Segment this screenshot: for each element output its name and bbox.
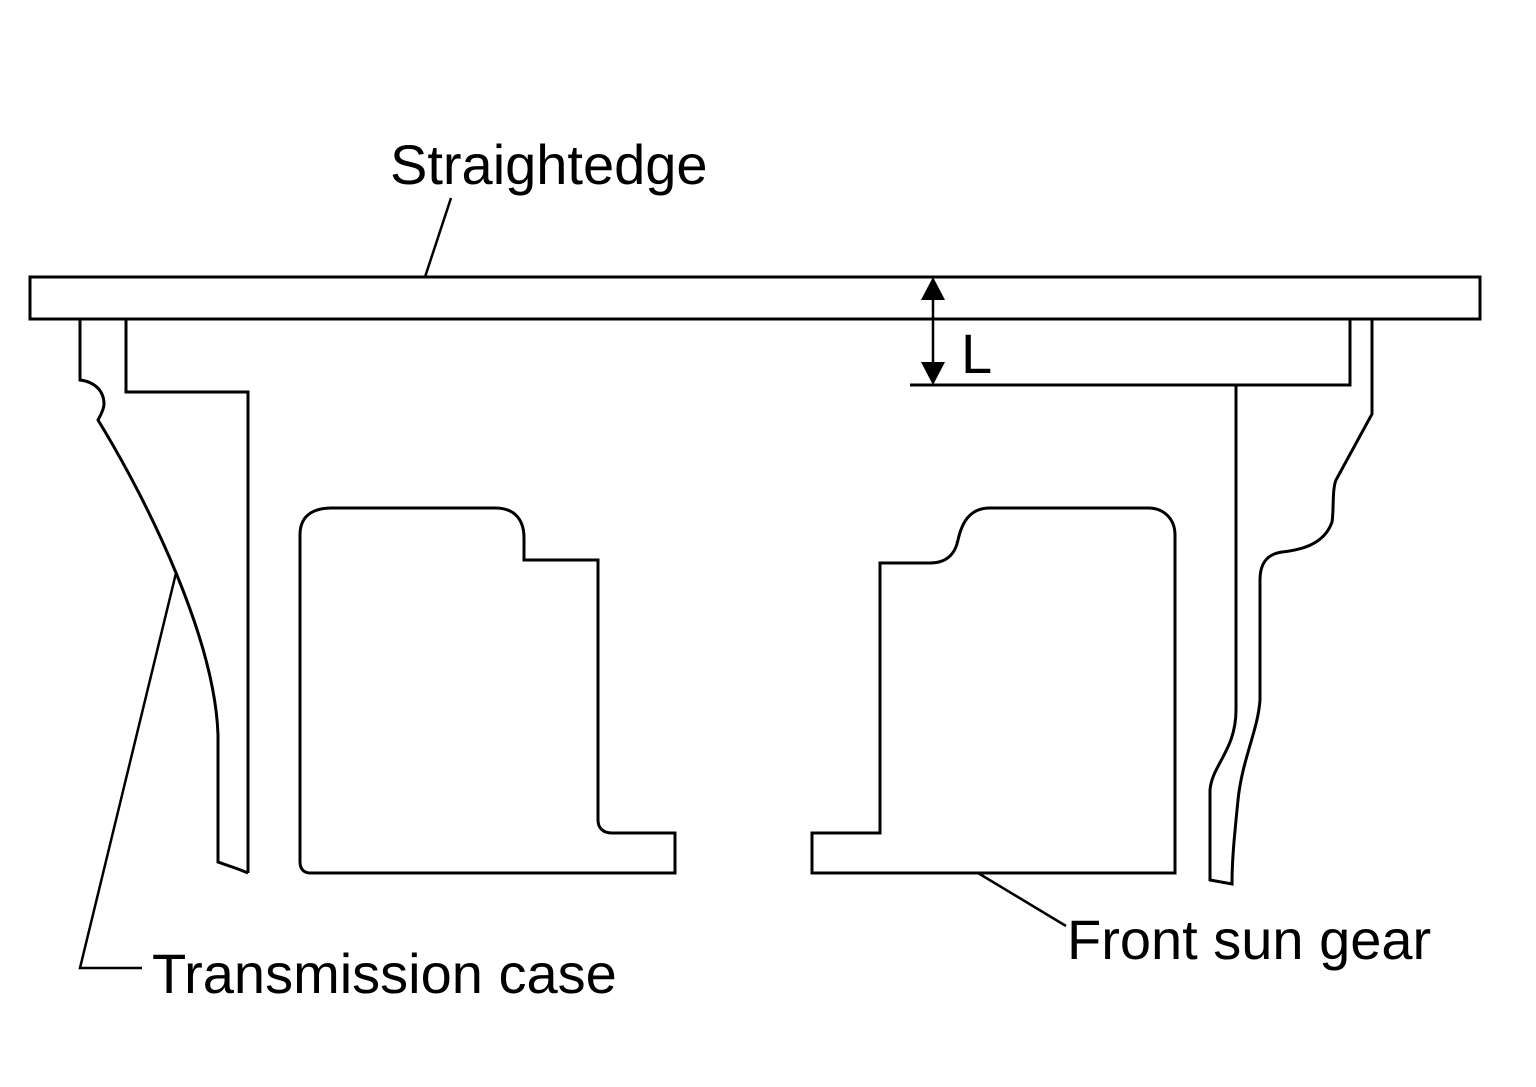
- front-sun-gear-top-flange: [910, 319, 1352, 387]
- transmission-case-left-inner: [124, 319, 250, 873]
- dimension-l-arrow-down: [921, 362, 945, 385]
- straightedge-label: Straightedge: [390, 133, 708, 196]
- transmission-case-label: Transmission case: [152, 942, 617, 1005]
- transmission-case-right-outer: [1208, 317, 1374, 886]
- straightedge-leader: [423, 197, 453, 278]
- transmission-case-leader: [78, 572, 178, 970]
- front-sun-gear-block: [810, 506, 1177, 875]
- straightedge-bar: [28, 275, 1482, 321]
- front-sun-gear-leader: [977, 871, 1067, 928]
- front-sun-gear-label: Front sun gear: [1067, 908, 1431, 971]
- dimension-l-label: L: [961, 322, 992, 385]
- left-gear-block: [298, 506, 677, 875]
- transmission-case-left-outer: [78, 319, 249, 875]
- dimension-l-arrow-up: [921, 277, 945, 300]
